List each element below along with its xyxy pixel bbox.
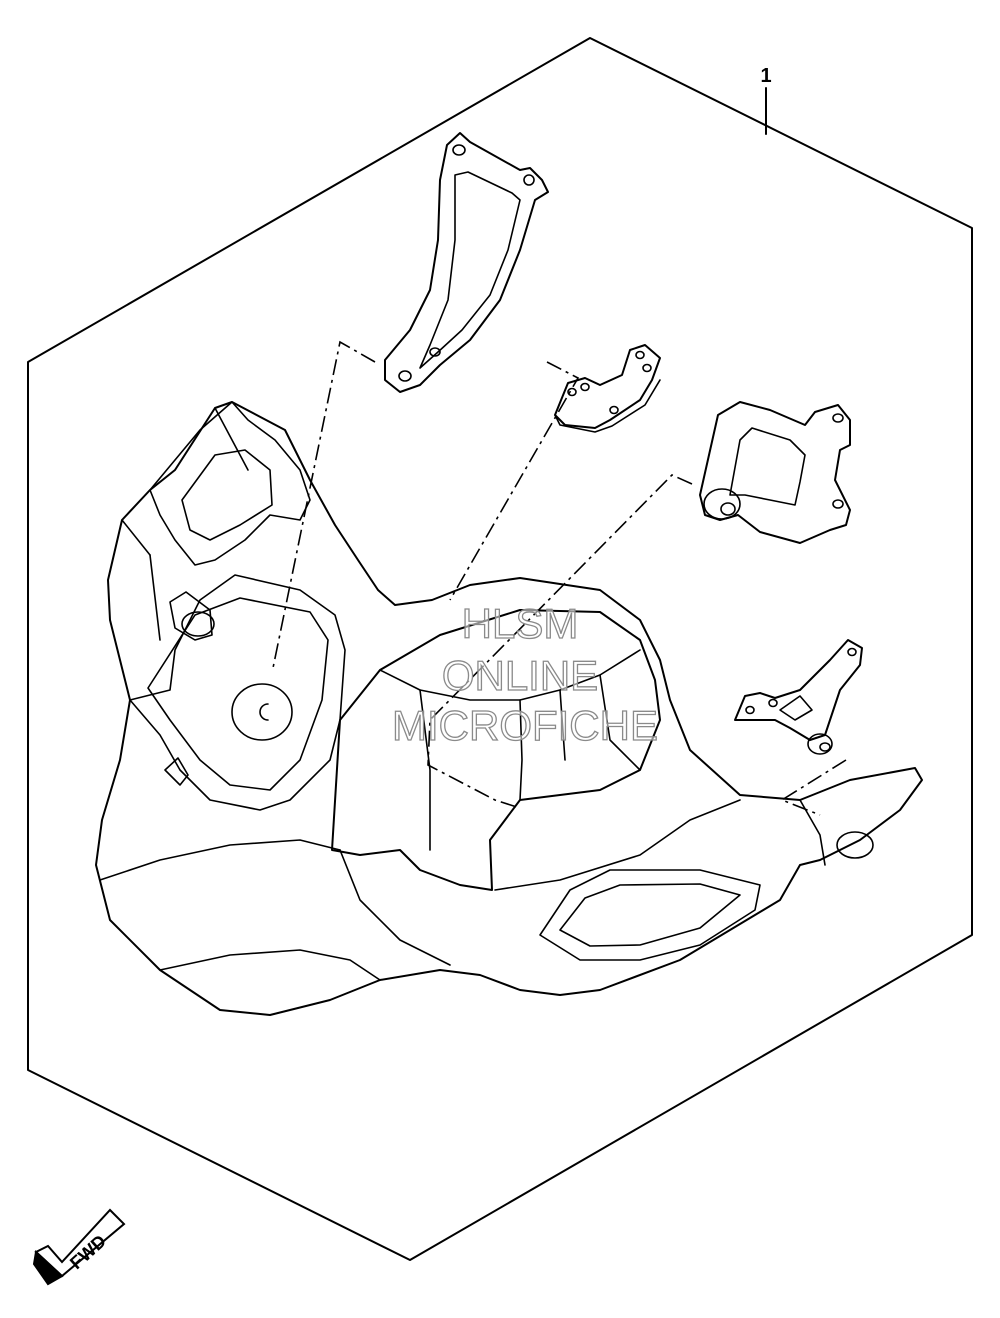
mounting-bracket-small[interactable] [554, 344, 661, 433]
assembly-leader-lines [272, 340, 847, 816]
part-number-label[interactable]: 1 [760, 65, 771, 87]
fwd-arrow-icon: FWD [32, 1208, 126, 1286]
engine-under-cowl[interactable] [95, 401, 923, 1016]
mounting-bracket-right[interactable] [699, 401, 851, 544]
watermark-line-3: MICROFICHE [392, 702, 658, 749]
mounting-bracket-lower-right[interactable] [734, 639, 863, 755]
watermark-line-1: HLSM [462, 600, 579, 647]
watermark-line-2: ONLINE [442, 652, 598, 699]
watermark: HLSM ONLINE MICROFICHE [391, 599, 658, 749]
mounting-bracket-upper[interactable] [384, 132, 549, 393]
kit-boundary [27, 37, 973, 1261]
